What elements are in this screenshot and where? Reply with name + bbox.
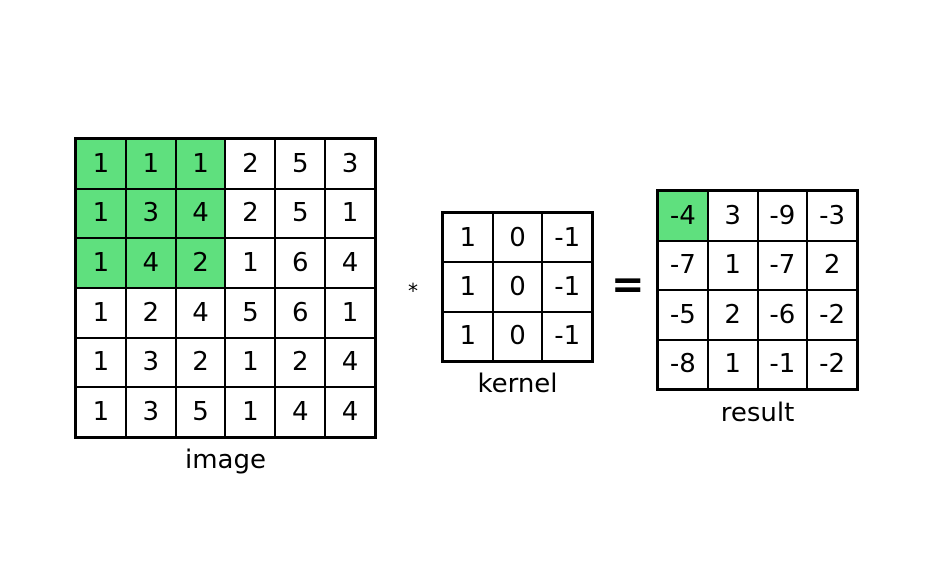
image-cell: 4 <box>325 387 375 437</box>
result-cell: -3 <box>807 191 857 241</box>
image-label: image <box>185 445 266 475</box>
image-cell: 5 <box>225 288 276 338</box>
image-cell: 2 <box>225 139 276 189</box>
image-cell: 1 <box>76 139 126 189</box>
image-cell: 1 <box>225 387 276 437</box>
kernel-cell: 0 <box>492 213 543 263</box>
image-cell: 3 <box>325 139 375 189</box>
image-cell: 6 <box>275 288 326 338</box>
result-cell: -2 <box>807 339 857 389</box>
image-cell: 1 <box>175 139 226 189</box>
result-cell: -7 <box>658 240 708 290</box>
result-cell: -8 <box>658 339 708 389</box>
kernel-cell: 1 <box>443 311 493 361</box>
image-cell: 1 <box>325 188 375 239</box>
result-cell: -7 <box>757 240 808 290</box>
result-cell: -6 <box>757 290 808 340</box>
image-cell: 1 <box>225 337 276 388</box>
image-cell: 4 <box>175 288 226 338</box>
image-cell: 1 <box>225 238 276 288</box>
image-cell: 1 <box>76 387 126 437</box>
image-cell: 1 <box>325 288 375 338</box>
image-cell: 6 <box>275 238 326 288</box>
result-cell: 3 <box>707 191 758 241</box>
result-cell: 1 <box>707 240 758 290</box>
image-cell: 3 <box>125 188 176 239</box>
image-cell: 1 <box>76 288 126 338</box>
image-cell: 4 <box>175 188 226 239</box>
image-cell: 3 <box>125 337 176 388</box>
kernel-cell: -1 <box>542 262 592 312</box>
image-cell: 2 <box>125 288 176 338</box>
result-cell: 1 <box>707 339 758 389</box>
image-cell: 1 <box>76 238 126 288</box>
equals-operator: = <box>611 262 645 308</box>
image-cell: 1 <box>76 188 126 239</box>
result-label: result <box>720 398 795 428</box>
image-cell: 2 <box>225 188 276 239</box>
kernel-cell: 1 <box>443 213 493 263</box>
image-cell: 4 <box>275 387 326 437</box>
kernel-cell: -1 <box>542 311 592 361</box>
image-cell: 2 <box>175 238 226 288</box>
image-cell: 2 <box>275 337 326 388</box>
kernel-cell: 1 <box>443 262 493 312</box>
result-cell: -9 <box>757 191 808 241</box>
kernel-label: kernel <box>477 369 558 399</box>
image-cell: 5 <box>275 188 326 239</box>
image-cell: 4 <box>125 238 176 288</box>
kernel-cell: 0 <box>492 311 543 361</box>
image-cell: 5 <box>275 139 326 189</box>
image-cell: 2 <box>175 337 226 388</box>
image-cell: 4 <box>325 238 375 288</box>
result-cell: -1 <box>757 339 808 389</box>
result-cell: -5 <box>658 290 708 340</box>
image-cell: 1 <box>125 139 176 189</box>
convolution-operator: * <box>408 279 418 303</box>
kernel-cell: 0 <box>492 262 543 312</box>
result-cell: -4 <box>658 191 708 241</box>
image-cell: 3 <box>125 387 176 437</box>
kernel-cell: -1 <box>542 213 592 263</box>
result-cell: 2 <box>807 240 857 290</box>
image-cell: 4 <box>325 337 375 388</box>
image-cell: 5 <box>175 387 226 437</box>
result-cell: 2 <box>707 290 758 340</box>
result-cell: -2 <box>807 290 857 340</box>
image-cell: 1 <box>76 337 126 388</box>
